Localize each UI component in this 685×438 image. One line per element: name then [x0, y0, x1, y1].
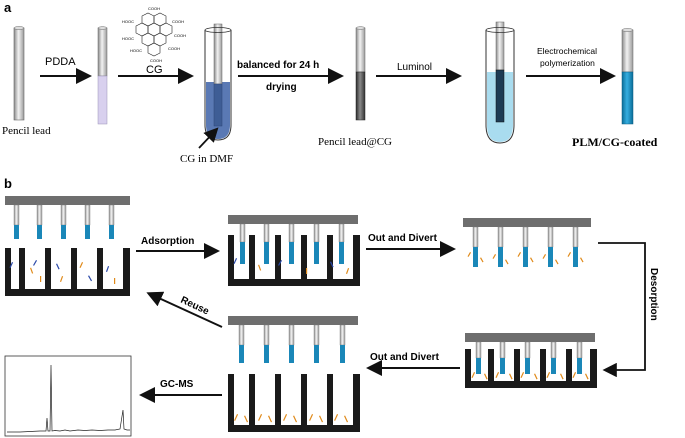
- panel-b-label: b: [4, 176, 12, 191]
- caption-plm-cg-coated: PLM/CG-coated: [572, 135, 658, 149]
- step-pdda: PDDA: [45, 56, 76, 68]
- chem-label-4: COOH: [174, 33, 186, 38]
- test-tube-luminol: [485, 21, 515, 144]
- panel-a-label: a: [4, 0, 12, 15]
- plm-cg-coated-lead: [621, 28, 634, 125]
- chem-label-7: HOOC: [130, 48, 142, 53]
- step-electro-line2: polymerization: [540, 58, 595, 68]
- assembly-desorbed: [228, 316, 360, 432]
- step-gcms: GC-MS: [160, 379, 194, 390]
- step-adsorption: Adsorption: [141, 236, 194, 247]
- test-tube-cg-dmf: [204, 23, 232, 141]
- step-desorption: Desorption: [648, 268, 659, 321]
- chem-label-3: HOOC: [122, 19, 134, 24]
- arrow-cg-dmf-pointer: [198, 127, 219, 149]
- step-electro-line1: Electrochemical: [537, 46, 597, 56]
- cg-molecule-structure: [135, 12, 173, 57]
- chromatogram: [4, 355, 132, 437]
- chem-label-8: COOH: [150, 58, 162, 63]
- pencil-lead-cg: [355, 26, 366, 121]
- step-balanced: balanced for 24 h: [237, 60, 319, 71]
- assembly-desorption: [465, 333, 597, 388]
- arrow-desorption: [598, 242, 646, 378]
- caption-pencil-lead: Pencil lead: [2, 125, 51, 137]
- chem-label-2: COOH: [172, 19, 184, 24]
- pencil-lead-1: [13, 26, 25, 121]
- assembly-adsorption-start: [5, 196, 130, 296]
- step-luminol: Luminol: [397, 62, 432, 73]
- step-out-divert-1: Out and Divert: [368, 233, 438, 244]
- caption-pencil-lead-cg: Pencil lead@CG: [318, 136, 392, 148]
- arrow-reuse: [146, 291, 223, 328]
- pencil-lead-pdda: [97, 26, 108, 125]
- step-drying: drying: [266, 82, 297, 93]
- chem-label-5: HOOC: [122, 36, 134, 41]
- chem-label-6: COOH: [168, 46, 180, 51]
- caption-cg-in-dmf: CG in DMF: [180, 153, 233, 165]
- assembly-leads-loaded: [463, 218, 591, 267]
- step-out-divert-2: Out and Divert: [370, 352, 440, 363]
- assembly-adsorption-immersed: [228, 215, 360, 286]
- step-cg: CG: [146, 64, 163, 76]
- chem-label-1: COOH: [148, 6, 160, 11]
